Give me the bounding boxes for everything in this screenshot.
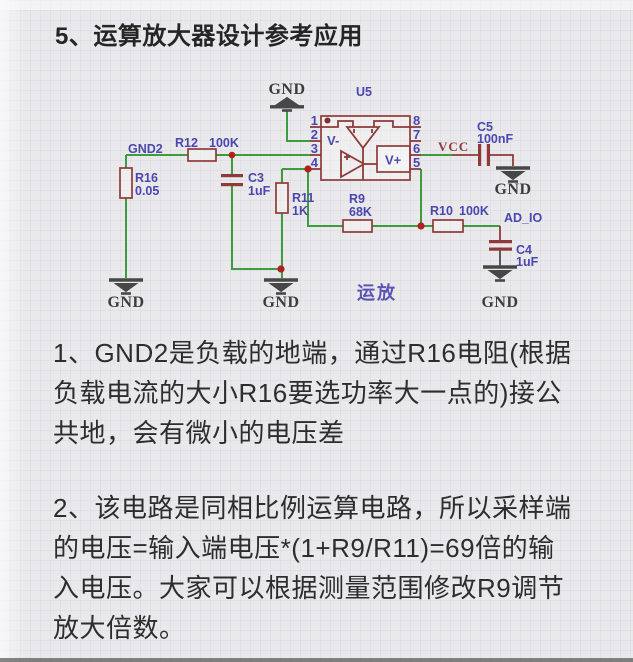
pin-7: 7 <box>413 127 420 142</box>
junction-dots <box>228 151 425 273</box>
gnd-label-left: GND <box>107 294 144 311</box>
paragraph-1-line-3: 共地，会有微小的电压差 <box>53 418 345 448</box>
pin-6: 6 <box>413 141 420 156</box>
vcc-wiring <box>452 154 514 266</box>
r9-ref: R9 <box>349 192 365 206</box>
c5-ref: C5 <box>477 120 493 134</box>
gnd-label-middle: GND <box>262 294 299 311</box>
capacitor-c4 <box>489 240 512 251</box>
ground-symbol-top <box>270 96 304 112</box>
gnd-label-top: GND <box>268 81 305 98</box>
resistor-r11 <box>275 182 289 214</box>
r10-ref: R10 <box>430 204 453 218</box>
capacitor-c5 <box>478 144 490 166</box>
paragraph-2-line-1: 2、该电路是同相比例运算电路，所以采样端 <box>53 493 572 523</box>
paragraph-2-line-2: 的电压=输入端电压*(1+R9/R11)=69倍的输 <box>53 533 555 563</box>
r9-value: 68K <box>349 205 372 219</box>
paragraph-1: 1、GND2是负载的地端，通过R16电阻(根据 负载电流的大小R16要选功率大一… <box>53 333 608 453</box>
page-title: 5、运算放大器设计参考应用 <box>55 23 363 50</box>
c3-value: 1uF <box>248 184 271 198</box>
pin1-marker-dot <box>324 117 331 124</box>
paragraph-2: 2、该电路是同相比例运算电路，所以采样端 的电压=输入端电压*(1+R9/R11… <box>53 488 608 648</box>
ic-vminus-label: V- <box>327 133 339 148</box>
c4-value: 1uF <box>516 255 539 269</box>
r12-ref: R12 <box>175 136 198 150</box>
paragraph-2-line-4: 放大倍数。 <box>53 613 186 643</box>
c3-ref: C3 <box>248 171 264 185</box>
pin-1: 1 <box>311 113 318 128</box>
pin-8: 8 <box>413 113 420 128</box>
r10-value: 100K <box>459 204 489 218</box>
resistor-r10 <box>432 219 464 233</box>
ic-pin-stubs <box>310 126 421 170</box>
resistor-r16 <box>119 167 133 199</box>
ic-ref-label: U5 <box>356 85 372 99</box>
page-bottom-edge <box>0 658 633 662</box>
page-left-edge <box>0 0 26 662</box>
ground-symbol-c4 <box>481 265 519 283</box>
net-label-ad-io: AD_IO <box>504 211 542 225</box>
page-top-edge <box>0 0 633 10</box>
net-label-vcc: VCC <box>438 139 469 154</box>
pin-3: 3 <box>311 141 318 156</box>
pin-4: 4 <box>311 155 319 170</box>
c4-ref: C4 <box>516 243 532 257</box>
ic-internal-symbol: V- V+ <box>321 120 411 180</box>
gnd-label-c5: GND <box>494 181 531 198</box>
r16-value: 0.05 <box>135 184 159 198</box>
r11-ref: R11 <box>292 191 314 205</box>
paragraph-2-line-3: 入电压。大家可以根据测量范围修改R9调节 <box>53 573 565 603</box>
ic-pin-numbers: 1 2 3 4 8 7 6 5 <box>311 113 420 170</box>
capacitor-c3 <box>221 174 243 187</box>
ic-vplus-label: V+ <box>385 153 402 168</box>
resistor-r9 <box>342 219 373 233</box>
schematic-caption: 运放 <box>357 282 397 303</box>
r11-value: 1K <box>292 204 308 218</box>
r12-value: 100K <box>209 136 239 150</box>
paragraph-1-line-2: 负载电流的大小R16要选功率大一点的)接公 <box>53 378 562 408</box>
pin-2: 2 <box>311 127 318 142</box>
net-label-gnd2: GND2 <box>128 142 163 156</box>
resistor-r12 <box>187 148 217 162</box>
r16-ref: R16 <box>135 171 158 185</box>
ground-symbol-left <box>107 278 145 296</box>
ground-symbol-middle <box>262 278 300 296</box>
gnd-label-c4: GND <box>481 294 518 311</box>
pin-5: 5 <box>413 155 420 170</box>
paragraph-1-line-1: 1、GND2是负载的地端，通过R16电阻(根据 <box>53 338 572 368</box>
opamp-ic-u5: V- V+ 1 2 3 4 8 7 6 5 <box>310 113 421 181</box>
c5-value: 100nF <box>477 132 513 146</box>
ground-symbol-c5 <box>494 166 532 184</box>
